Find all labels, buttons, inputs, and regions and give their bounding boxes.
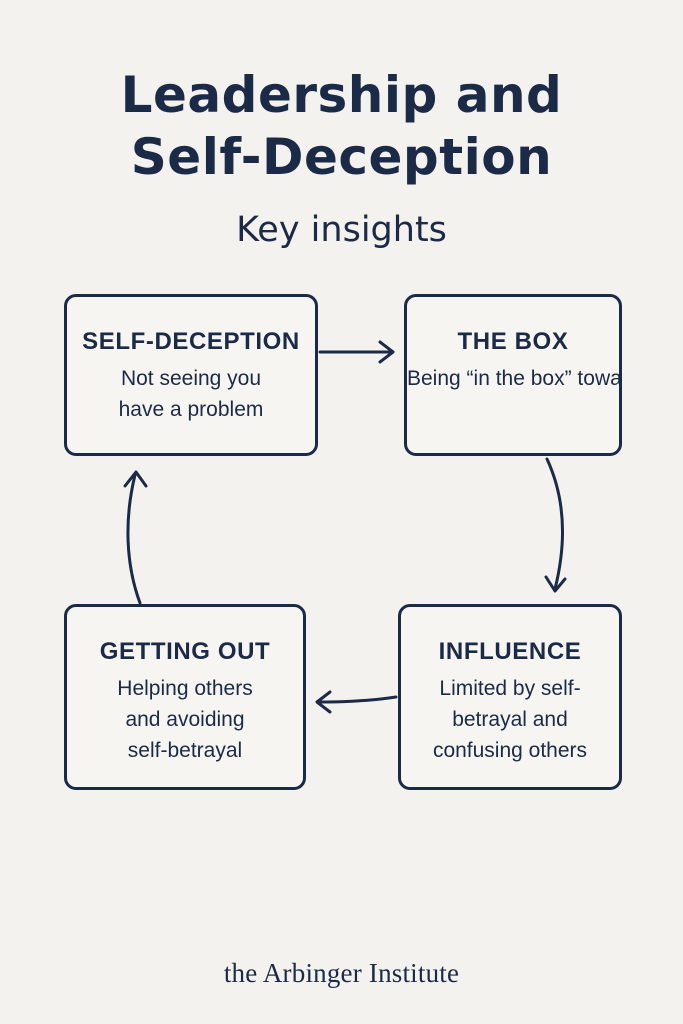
- title-line-1: Leadership and: [120, 66, 563, 124]
- publisher-footer: the Arbinger Institute: [223, 958, 460, 988]
- node-influence-text: Limited by self- betrayal and confusing …: [432, 677, 588, 762]
- node-influence: INFLUENCE Limited by self- betrayal and …: [398, 604, 622, 790]
- title-line-2: Self-Deception: [130, 128, 553, 186]
- page-title: Leadership and Self-Deception: [0, 64, 683, 188]
- arrow-the-box-to-influence: [544, 457, 567, 593]
- node-getting-out-text: Helping others and avoiding self-betraya…: [117, 677, 253, 762]
- node-the-box: THE BOX Being “in the box” toward othe: [404, 294, 622, 456]
- arrow-self-deception-to-the-box: [318, 340, 395, 364]
- node-getting-out: GETTING OUT Helping others and avoiding …: [64, 604, 306, 790]
- arrow-influence-to-getting-out: [315, 690, 398, 714]
- arrow-getting-out-to-self-deception: [123, 470, 148, 605]
- node-the-box-heading: THE BOX: [457, 328, 569, 355]
- node-getting-out-heading: GETTING OUT: [99, 638, 271, 665]
- page-subtitle: Key insights: [236, 210, 447, 250]
- node-self-deception: SELF-DECEPTION Not seeing you have a pro…: [64, 294, 318, 456]
- node-influence-heading: INFLUENCE: [438, 638, 582, 665]
- node-the-box-text: Being “in the box” toward othe: [407, 367, 622, 390]
- node-self-deception-heading: SELF-DECEPTION: [82, 328, 300, 355]
- node-self-deception-text: Not seeing you have a problem: [118, 367, 264, 421]
